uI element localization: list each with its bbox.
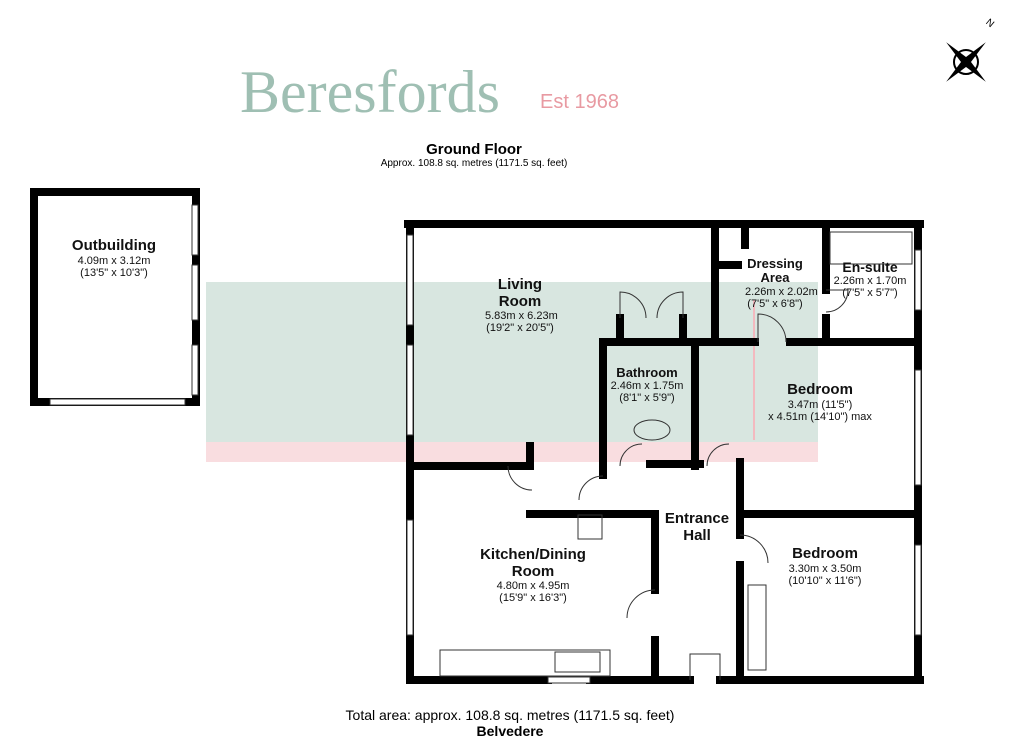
doors <box>507 231 913 680</box>
total-area: Total area: approx. 108.8 sq. metres (11… <box>345 707 675 723</box>
watermark-stripe <box>206 442 818 462</box>
compass-icon <box>946 42 986 82</box>
floor-title: Ground Floor <box>426 141 522 158</box>
watermark-est: Est 1968 <box>540 91 619 113</box>
room-entrance-hall: Entrance Hall <box>664 510 730 544</box>
location: Belvedere <box>476 723 544 739</box>
floor-header: Ground Floor Approx. 108.8 sq. metres (1… <box>381 141 568 169</box>
watermark-brand: Beresfords <box>240 59 500 125</box>
floor-subtitle: Approx. 108.8 sq. metres (1171.5 sq. fee… <box>380 158 568 169</box>
windows <box>49 204 922 684</box>
footer: Total area: approx. 108.8 sq. metres (11… <box>346 707 675 739</box>
